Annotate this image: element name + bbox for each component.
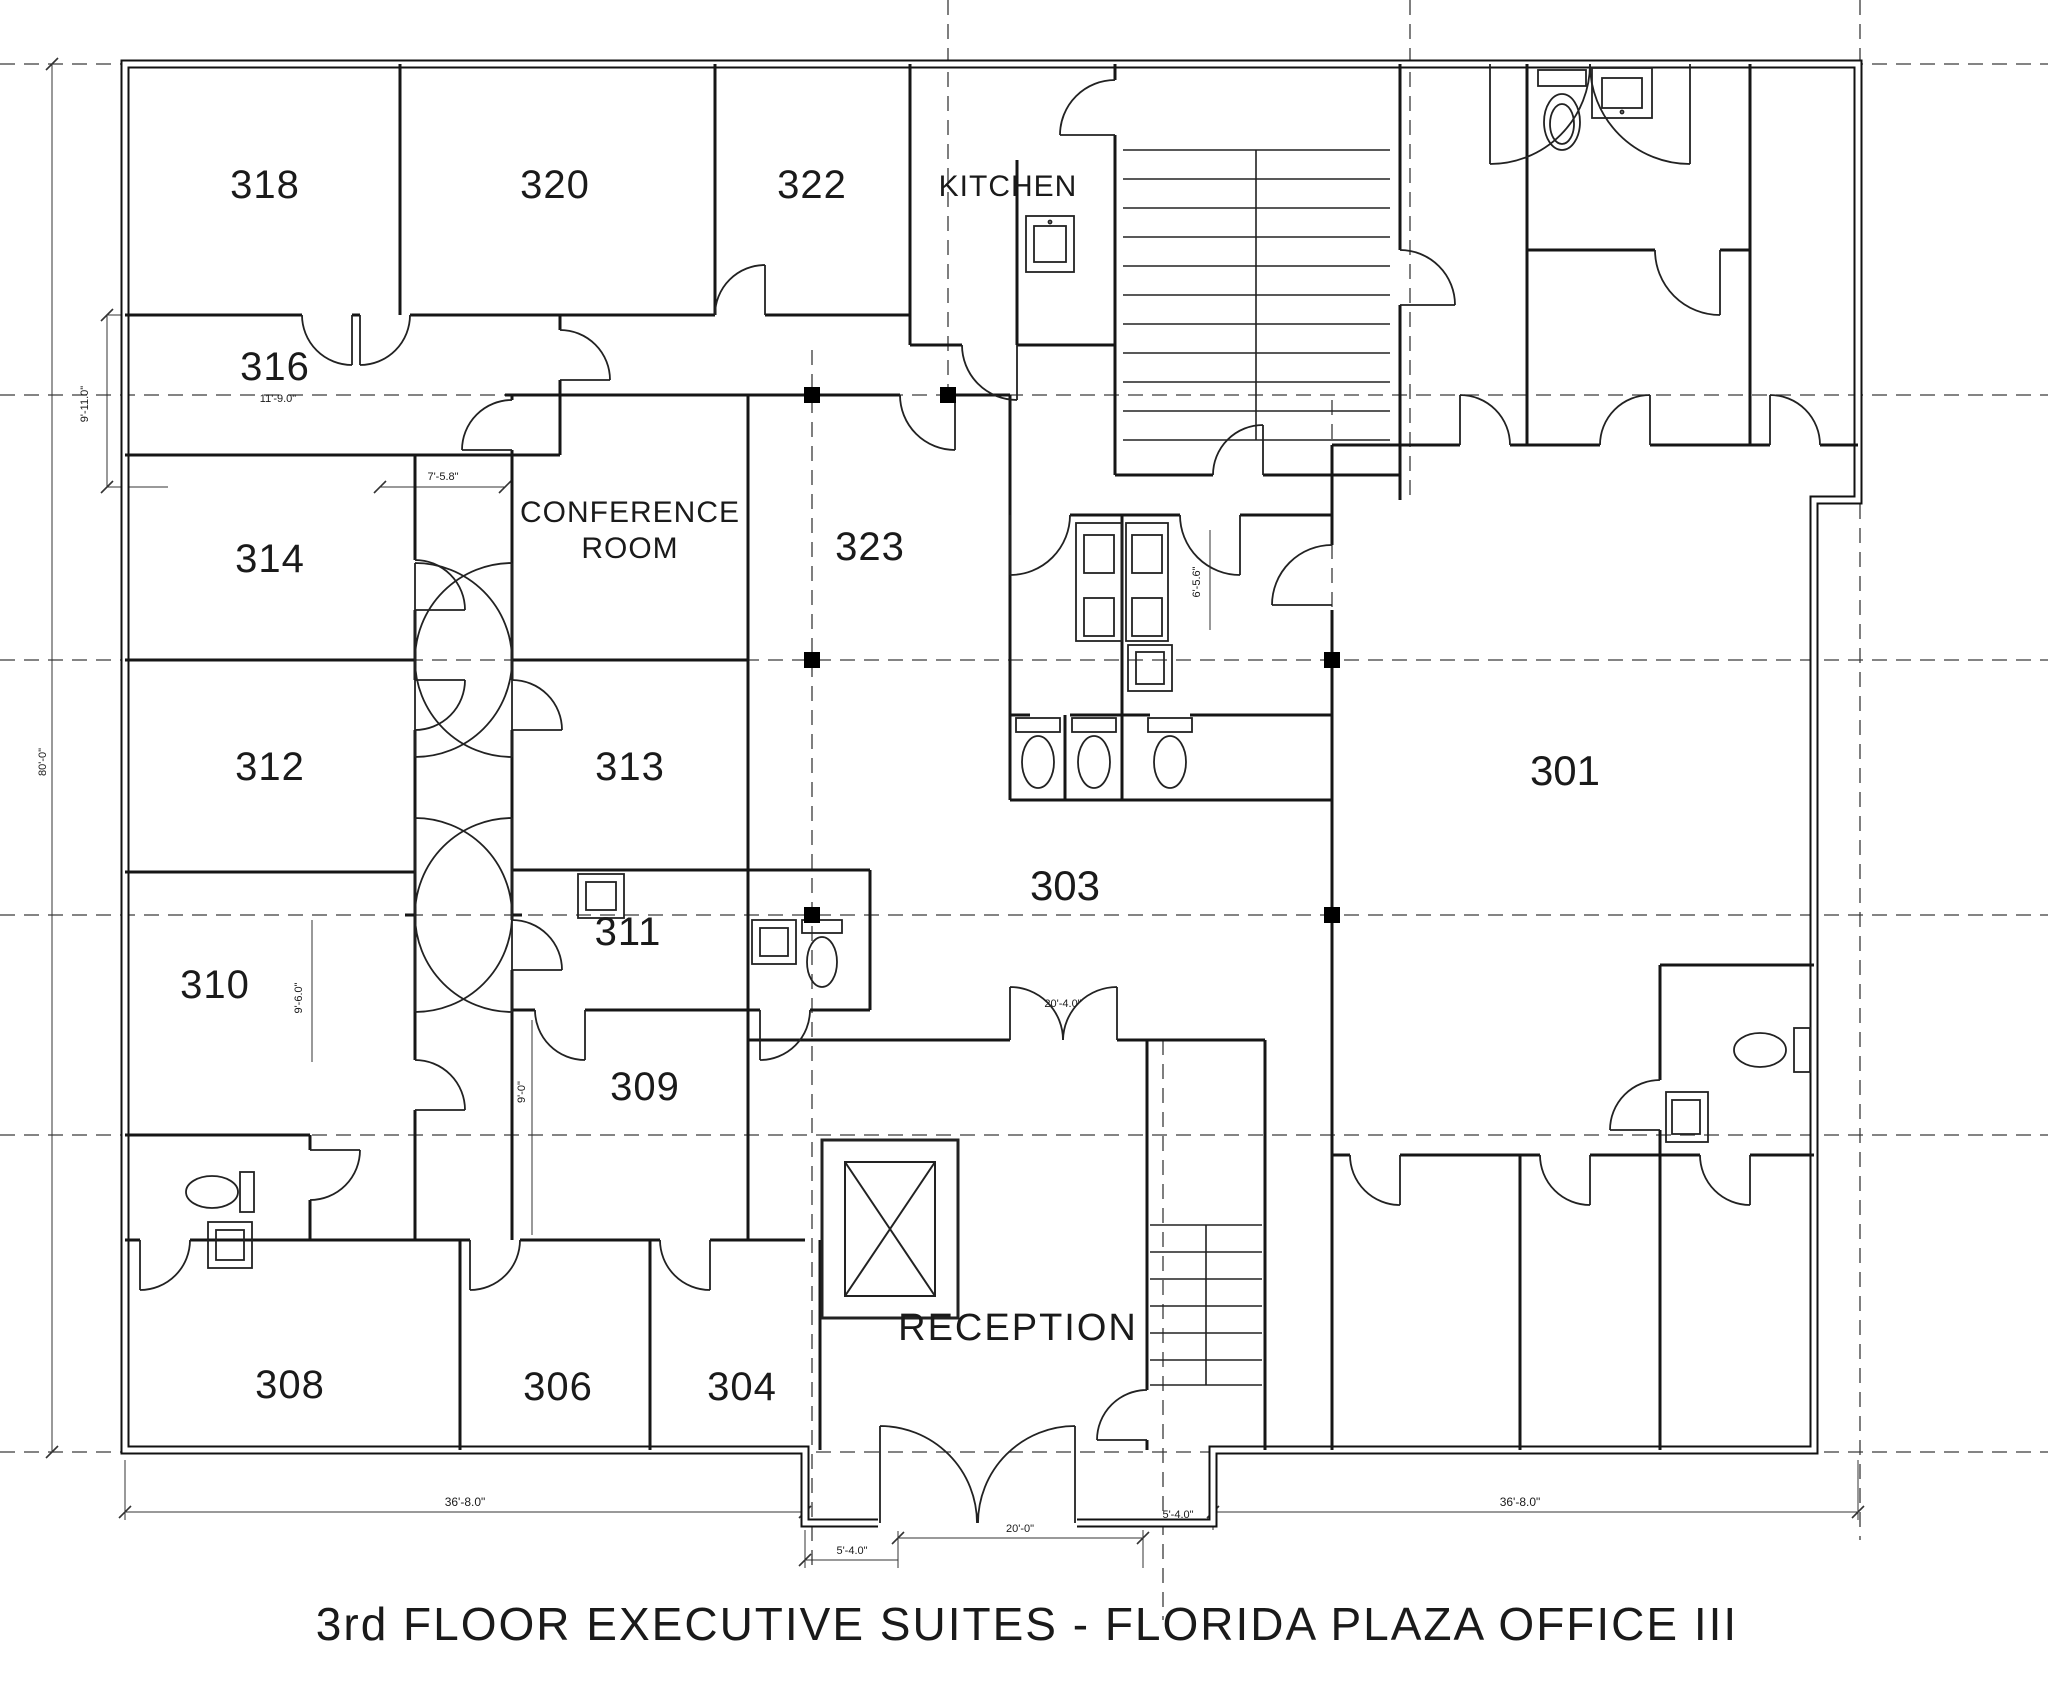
elevator-icon: [820, 1138, 960, 1320]
dim-80ft: 80'-0": [37, 748, 49, 776]
room-label-316: 316: [240, 345, 310, 389]
room-label-conference-line2: ROOM: [581, 532, 678, 565]
room-label-314: 314: [235, 537, 305, 581]
dimension-labels: 80'-0" 9'-11.0" 11'-9.0" 7'-5.8" 6'-5.6"…: [37, 386, 1540, 1557]
stairs-top-icon: [1123, 149, 1390, 441]
room-label-304: 304: [707, 1365, 777, 1409]
dim-36-8-left: 36'-8.0": [445, 1495, 486, 1509]
room-labels: 318 320 322 KITCHEN 316 CONFERENCE ROOM …: [180, 163, 1600, 1409]
room-label-323: 323: [835, 525, 905, 569]
door-arcs: [139, 63, 1821, 1524]
room-label-306: 306: [523, 1365, 593, 1409]
room-label-313: 313: [595, 745, 665, 789]
room-label-311: 311: [595, 910, 662, 954]
sink-icon: [207, 67, 1709, 1269]
plan-title: 3rd FLOOR EXECUTIVE SUITES - FLORIDA PLA…: [316, 1598, 1738, 1650]
room-label-320: 320: [520, 163, 590, 207]
dim-36-8-right: 36'-8.0": [1500, 1495, 1541, 1509]
stairs-bottom-icon: [1150, 1224, 1262, 1386]
room-label-308: 308: [255, 1363, 325, 1407]
room-label-312: 312: [235, 745, 305, 789]
dim-7-5-8: 7'-5.8": [427, 471, 458, 483]
dim-11-9: 11'-9.0": [260, 393, 296, 405]
room-label-322: 322: [777, 163, 847, 207]
dim-9-0: 9'-0": [516, 1081, 528, 1103]
dim-5-4-left: 5'-4.0": [836, 1545, 867, 1557]
room-label-309: 309: [610, 1065, 680, 1109]
room-label-301: 301: [1530, 747, 1600, 794]
dim-20-0: 20'-0": [1006, 1523, 1034, 1535]
dim-9-11: 9'-11.0": [79, 386, 91, 422]
room-label-303: 303: [1030, 862, 1100, 909]
room-label-conference-line1: CONFERENCE: [520, 496, 740, 529]
grid-markers: [804, 387, 1340, 923]
room-label-310: 310: [180, 963, 250, 1007]
room-label-318: 318: [230, 163, 300, 207]
room-label-kitchen: KITCHEN: [939, 170, 1078, 203]
room-label-reception: RECEPTION: [898, 1307, 1138, 1349]
toilet-icon: [185, 69, 1811, 1213]
dim-9-6: 9'-6.0": [293, 982, 305, 1013]
interior-walls: [125, 64, 1858, 1450]
dim-20-4: 20'-4.0": [1044, 998, 1081, 1010]
dim-5-4-right: 5'-4.0": [1162, 1509, 1193, 1521]
dim-6-5-6: 6'-5.6": [1191, 566, 1203, 597]
